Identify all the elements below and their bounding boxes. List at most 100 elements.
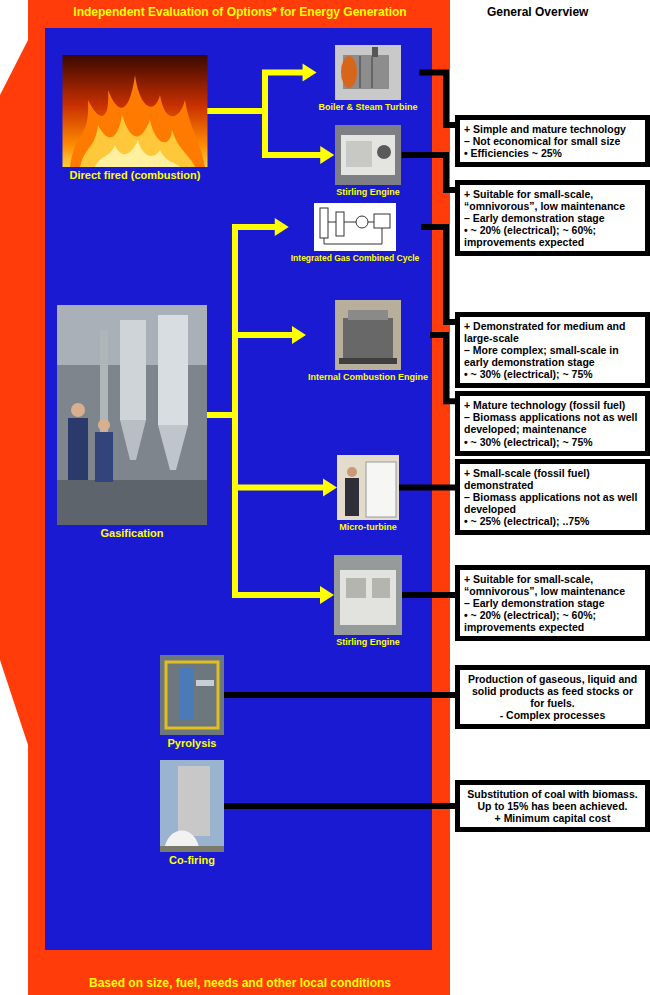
blue-panel [45,28,432,950]
worker-body [68,418,88,480]
turbine-cabinet [366,462,396,517]
connector-line [402,592,455,598]
overview-item: • ~ 30% (electrical); ~ 75% [464,368,641,380]
reactor [180,668,194,720]
picture-caption: Gasification [57,525,207,540]
stirling-body [340,570,396,625]
picture-node: Direct fired (combustion) [63,55,208,182]
connector [208,111,335,164]
flame [70,75,205,167]
connector-line [421,227,455,322]
overview-box: + Simple and mature technology– Not econ… [455,115,650,167]
picture-caption: Direct fired (combustion) [63,167,208,182]
overview-item: + Small-scale (fossil fuel) demonstrated [464,467,641,491]
stirling-grille [346,578,366,598]
overview-box: + Demonstrated for medium and large-scal… [455,312,650,388]
overview-item: • ~ 20% (electrical); ~ 60%; improvement… [464,224,641,248]
picture-caption: Pyrolysis [160,735,224,750]
schematic-lines [324,222,382,244]
connector-line [399,485,455,491]
picture-node: Co-firing [160,760,224,867]
overview-item: Production of gaseous, liquid and solid … [464,673,641,709]
schematic-unit [374,214,390,228]
igcc-picture [314,203,396,251]
picture-caption: Stirling Engine [334,185,402,198]
overview-item: • ~ 30% (electrical); ~ 75% [464,436,641,448]
overview-item: Substitution of coal with biomass. Up to… [464,788,641,812]
overview-item: – Early demonstration stage [464,597,641,609]
picture-area [306,300,430,370]
picture-area [334,555,402,635]
picture-node: Internal Combustion Engine [306,300,430,383]
pyrolysis-ground [160,655,224,735]
connector [207,415,337,497]
arrowhead [320,146,334,164]
overview-item: – Early demonstration stage [464,212,641,224]
stirling-ground [334,555,402,635]
connector-line [207,415,325,488]
connector [419,73,455,126]
connector [402,155,455,190]
overview-item: • Efficiencies ~ 25% [464,147,641,159]
pyrolysis-picture [160,655,224,735]
sky [160,760,224,852]
schematic-turbine [356,216,368,228]
overview-item: + Suitable for small-scale, “omnivorous”… [464,188,641,212]
microturbine-picture [337,455,399,520]
overview-box: + Small-scale (fossil fuel) demonstrated… [455,459,650,535]
overview-item: + Suitable for small-scale, “omnivorous”… [464,573,641,597]
flame [95,140,180,167]
connector [402,595,455,596]
connector-line [208,73,305,112]
overview-item: - Complex processes [464,709,641,721]
connector-line [207,335,294,415]
picture-area [334,125,402,185]
boiler-rib [371,56,373,88]
worker-body [95,432,113,482]
cyclone-cone [120,420,146,460]
connector-line [419,73,455,126]
picture-node: Gasification [57,305,207,540]
connector [224,806,455,807]
connector [430,335,455,401]
stirling-ground [335,125,401,185]
overview-box: Substitution of coal with biomass. Up to… [455,780,650,832]
engine-skid [339,358,397,364]
picture-caption: Stirling Engine [334,635,402,648]
boiler-ground [335,45,401,100]
floor [57,480,207,525]
picture-node: Boiler & Steam Turbine [317,45,420,113]
overview-item: + Minimum capital cost [464,812,641,824]
arrowhead [323,479,337,497]
connector [421,227,455,322]
cofiring-picture [160,760,224,852]
picture-caption: Micro-turbine [337,520,399,533]
boiler-pipe [372,47,378,57]
column-heading: General Overview [487,5,588,19]
connector-line [208,111,323,155]
arrowhead [275,218,289,236]
overview-item: + Simple and mature technology [464,123,641,135]
connector-line [207,227,277,415]
connector-line [224,803,455,809]
overview-box: Production of gaseous, liquid and solid … [455,665,650,729]
overview-item: – Biomass applications not as well devel… [464,491,641,515]
connector-line [402,155,455,190]
connector [207,415,334,604]
stirling-panel [346,141,372,167]
cyclone [158,315,188,425]
overview-item: • ~ 20% (electrical); ~ 60%; improvement… [464,609,641,633]
stirling-grille [372,578,390,598]
cyclone-cone [158,425,188,470]
arrowhead [303,64,317,82]
boiler-picture [335,45,401,100]
picture-area [160,760,224,852]
engine-body [343,318,393,358]
picture-node: Pyrolysis [160,655,224,750]
engine-head [348,310,388,320]
picture-caption: Co-firing [160,852,224,867]
plant-tower [178,766,210,836]
overview-item: + Mature technology (fossil fuel) [464,399,641,411]
engine-ground [335,300,401,370]
